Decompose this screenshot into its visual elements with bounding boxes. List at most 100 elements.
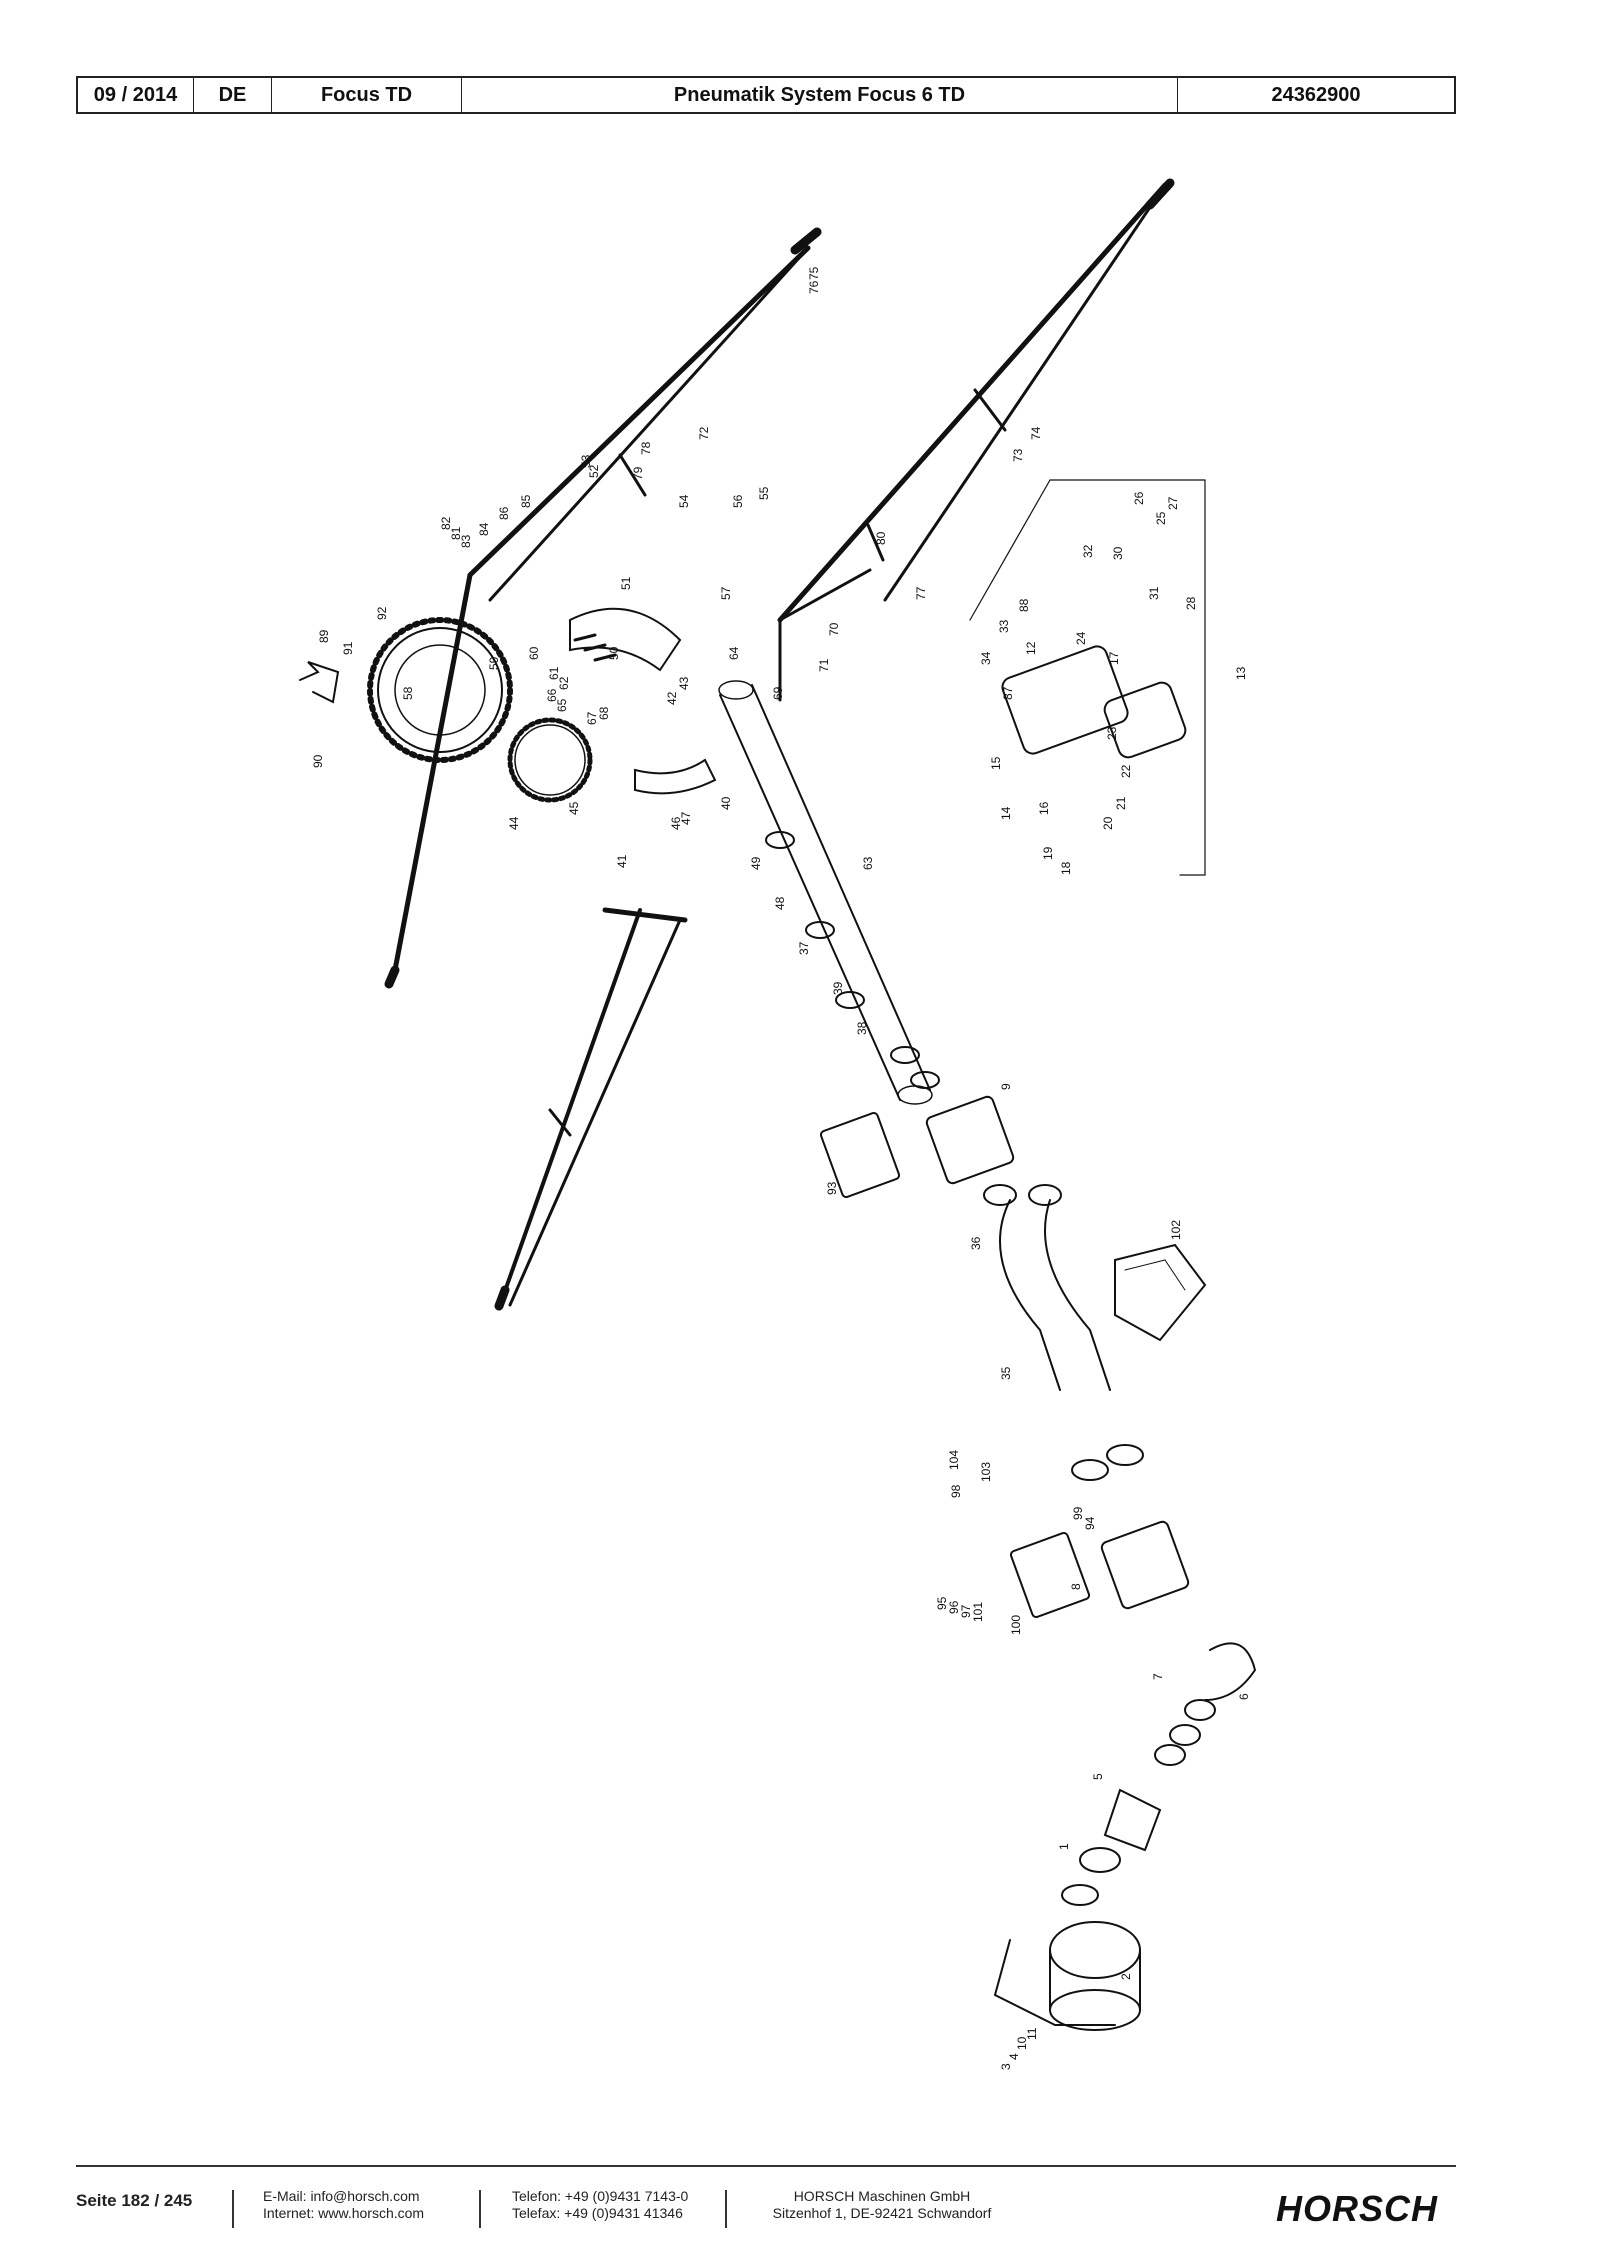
part-callout: 62: [557, 676, 571, 690]
header-title: Pneumatik System Focus 6 TD: [462, 78, 1178, 112]
part-callout: 45: [567, 801, 581, 815]
part-callout: 63: [861, 856, 875, 870]
footer-address: HORSCH Maschinen GmbH Sitzenhof 1, DE-92…: [762, 2188, 1002, 2222]
footer-phone: Telefon: +49 (0)9431 7143-0: [512, 2188, 689, 2204]
part-callout: 26: [1132, 491, 1146, 505]
distributor-head-large: [377, 627, 503, 753]
part-callout: 89: [317, 629, 331, 643]
part-callout: 49: [749, 856, 763, 870]
part-callout: 32: [1081, 544, 1095, 558]
header-date: 09 / 2014: [78, 78, 194, 112]
hose-pair: [999, 1199, 1111, 1391]
part-callout: 82: [439, 516, 453, 530]
part-callout: 2: [1119, 1973, 1133, 1980]
boom-arm-right-upper: [777, 182, 1168, 623]
part-callout: 1: [1057, 1843, 1071, 1850]
part-callout: 33: [997, 619, 1011, 633]
header-model: Focus TD: [272, 78, 462, 112]
part-callout: 54: [677, 494, 691, 508]
part-callout: 44: [507, 816, 521, 830]
footer-company: HORSCH Maschinen GmbH: [793, 2188, 971, 2204]
part-callout: 7: [1151, 1673, 1165, 1680]
part-callout: 100: [1009, 1615, 1023, 1635]
part-callout: 97: [959, 1604, 973, 1618]
part-callout: 43: [677, 676, 691, 690]
part-callout: 8: [1069, 1583, 1083, 1590]
part-callout: 56: [731, 494, 745, 508]
footer-page-number: Seite 182 / 245: [76, 2191, 193, 2210]
header-language: DE: [194, 78, 272, 112]
part-callout: 15: [989, 756, 1003, 770]
part-callout: 34: [979, 651, 993, 665]
part-callout: 24: [1074, 631, 1088, 645]
distributor-head-small: [514, 724, 586, 796]
part-callout: 39: [831, 981, 845, 995]
part-callout: 60: [527, 646, 541, 660]
part-callout: 91: [341, 641, 355, 655]
part-callout: 6: [1237, 1693, 1251, 1700]
injector-block-1: [819, 1111, 901, 1199]
part-callout: 90: [311, 754, 325, 768]
part-callout: 69: [771, 686, 785, 700]
part-callout: 27: [1166, 496, 1180, 510]
part-callout: 68: [597, 706, 611, 720]
part-callout: 42: [665, 691, 679, 705]
footer-fax: Telefax: +49 (0)9431 41346: [512, 2205, 683, 2221]
footer-internet[interactable]: Internet: www.horsch.com: [263, 2205, 425, 2221]
injector-block-2: [1100, 1520, 1190, 1610]
part-callout: 11: [1025, 2027, 1039, 2040]
part-callout: 71: [817, 658, 831, 672]
part-callout: 53: [579, 454, 593, 468]
part-callout: 88: [1017, 598, 1031, 612]
part-callout: 79: [631, 466, 645, 480]
part-callout: 16: [1037, 801, 1051, 815]
part-callout: 77: [914, 586, 928, 600]
part-callout: 18: [1059, 861, 1073, 875]
part-callout: 37: [797, 941, 811, 955]
part-callout: 75: [807, 266, 821, 280]
part-callout: 81: [449, 526, 463, 540]
part-callout: 65: [555, 698, 569, 712]
boom-arm-left-lower: [498, 908, 642, 1307]
part-callout: 78: [639, 441, 653, 455]
part-callout: 76: [807, 280, 821, 294]
part-callout: 92: [375, 606, 389, 620]
main-tube: [719, 684, 931, 1101]
footer-rule: [76, 2165, 1456, 2167]
part-callout: 87: [1001, 686, 1015, 700]
part-callout: 46: [669, 816, 683, 830]
part-callout: 85: [519, 494, 533, 508]
part-callout: 14: [999, 806, 1013, 820]
part-callout: 67: [585, 711, 599, 725]
footer-contact-web: E-Mail: info@horsch.com Internet: www.ho…: [263, 2188, 424, 2222]
part-callout: 19: [1041, 846, 1055, 860]
part-callout: 4: [1007, 2053, 1021, 2060]
part-callout: 96: [947, 1600, 961, 1614]
part-callout: 55: [757, 486, 771, 500]
part-callout: 74: [1029, 426, 1043, 440]
part-callout: 86: [497, 506, 511, 520]
part-callout: 12: [1024, 641, 1038, 655]
sieve-basket: [1114, 1243, 1207, 1342]
part-callout: 25: [1154, 511, 1168, 525]
part-callout: 59: [487, 656, 501, 670]
footer-contact-phone: Telefon: +49 (0)9431 7143-0 Telefax: +49…: [512, 2188, 688, 2222]
part-callout: 95: [935, 1596, 949, 1610]
footer-separator: [725, 2190, 727, 2228]
part-callout: 10: [1015, 2036, 1029, 2050]
part-callout: 40: [719, 796, 733, 810]
fan-housing: [1049, 1921, 1141, 1979]
part-callout: 61: [547, 666, 561, 680]
footer-email[interactable]: E-Mail: info@horsch.com: [263, 2188, 420, 2204]
part-callout: 83: [459, 534, 473, 548]
footer-separator: [479, 2190, 481, 2228]
part-callout: 36: [969, 1236, 983, 1250]
header-table: 09 / 2014 DE Focus TD Pneumatik System F…: [76, 76, 1456, 114]
part-callout: 41: [615, 854, 629, 868]
part-callout: 21: [1114, 796, 1128, 810]
part-callout: 20: [1101, 816, 1115, 830]
part-callout: 99: [1071, 1506, 1085, 1520]
part-callout: 38: [855, 1021, 869, 1035]
part-callout: 57: [719, 586, 733, 600]
